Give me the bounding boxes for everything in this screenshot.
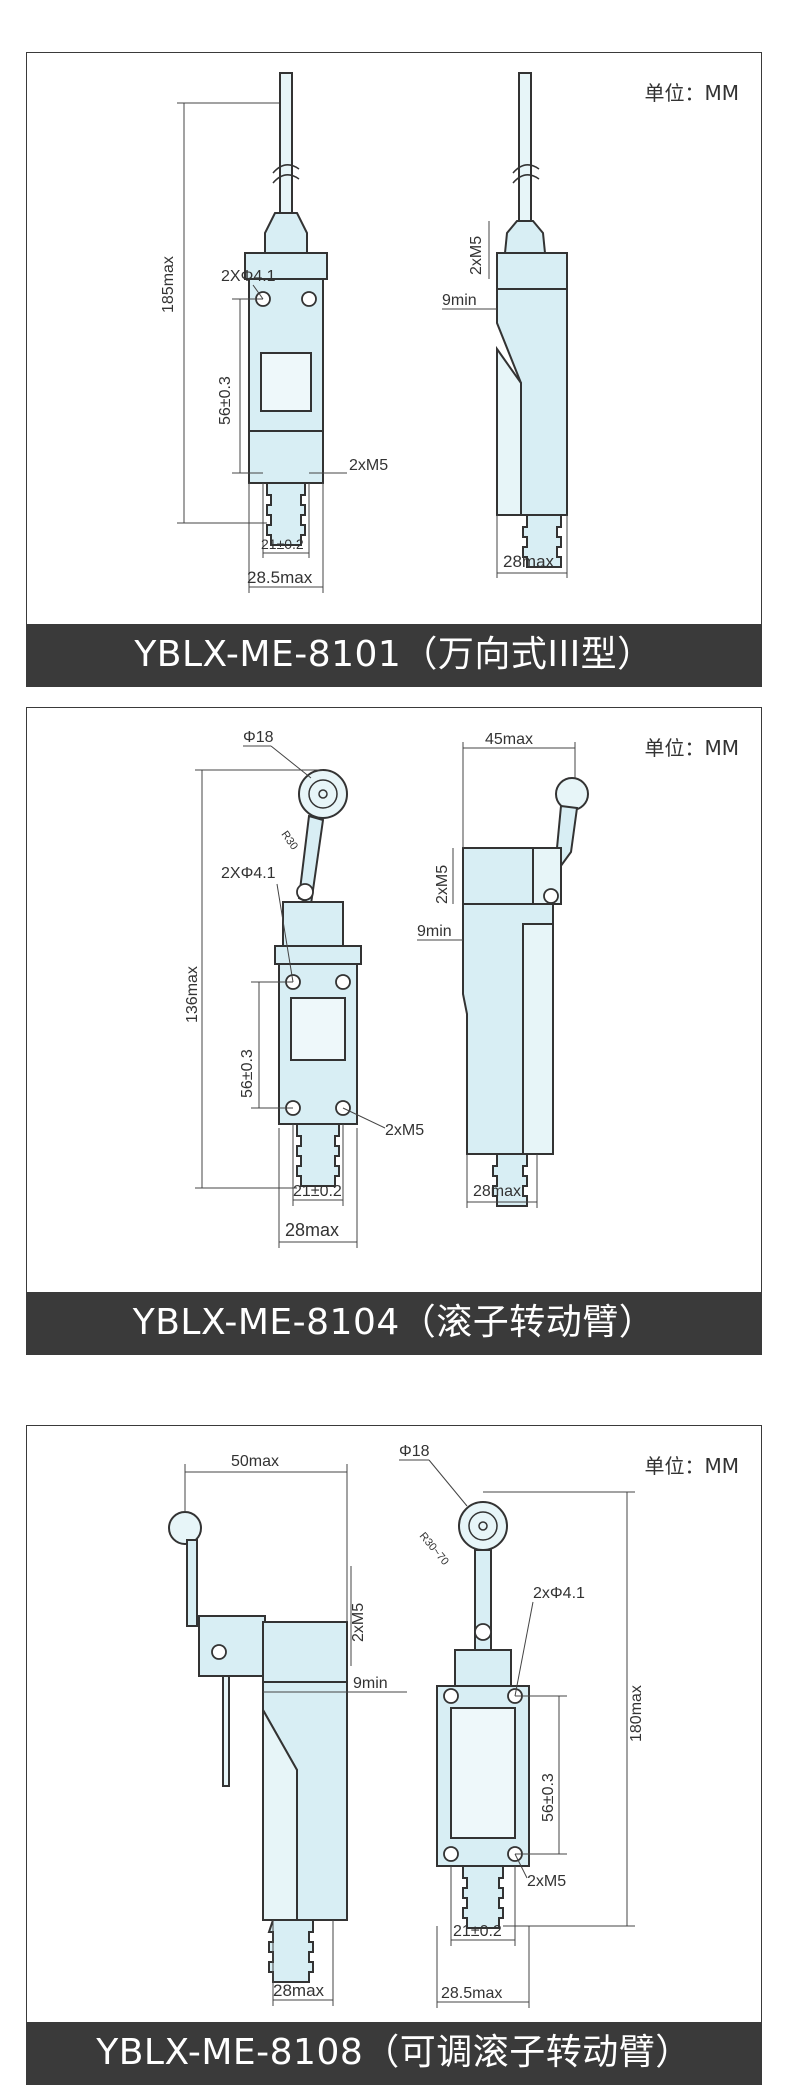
side-view-8104: 45max 2xM5 9min 28max bbox=[417, 731, 589, 1208]
cable-gland bbox=[492, 1153, 528, 1207]
rod bbox=[279, 72, 293, 214]
unit-label: 单位：MM bbox=[644, 736, 739, 760]
dim-side-min: 9min bbox=[417, 923, 452, 940]
side-view-8101: 2xM5 9min 28max bbox=[442, 72, 568, 578]
roller bbox=[298, 769, 348, 819]
cable-gland bbox=[522, 514, 562, 568]
head-block bbox=[262, 1621, 348, 1683]
arm-pivot bbox=[211, 1644, 227, 1660]
drawing-panel-8104: 单位：MM Φ18 R30 2XΦ4.1 136max bbox=[26, 707, 762, 1355]
lever-rod bbox=[222, 1675, 230, 1787]
model-caption: YBLX-ME-8101（万向式III型） bbox=[27, 624, 761, 686]
dim-holes: 2XΦ4.1 bbox=[221, 865, 276, 882]
dim-width: 28.5max bbox=[247, 568, 313, 587]
unit-label: 单位：MM bbox=[644, 81, 739, 105]
dim-height: 180max bbox=[628, 1685, 645, 1742]
dim-width: 28.5max bbox=[441, 1985, 502, 2002]
dim-side-thread: 2xM5 bbox=[434, 865, 451, 904]
front-view-8101: 185max 56±0.3 2XΦ4.1 2xM5 21±0.2 28.5max bbox=[160, 72, 388, 593]
rod-break bbox=[272, 164, 300, 184]
dim-hole-pitch: 21±0.2 bbox=[453, 1923, 502, 1940]
dim-side-width: 28max bbox=[273, 1981, 325, 2000]
dim-height: 185max bbox=[160, 256, 177, 313]
front-view-8108: Φ18 R30~70 2xΦ4.1 180max 56±0.3 2xM5 21±… bbox=[399, 1443, 645, 2008]
dim-roller: Φ18 bbox=[243, 729, 274, 746]
dim-hole-pitch: 21±0.2 bbox=[293, 1183, 342, 1200]
mount-hole bbox=[335, 974, 351, 990]
screw-hole bbox=[443, 1846, 459, 1862]
dim-holes: 2XΦ4.1 bbox=[221, 268, 276, 285]
mount-hole bbox=[443, 1688, 459, 1704]
dim-side-min: 9min bbox=[442, 292, 477, 309]
drawing-8104: Φ18 R30 2XΦ4.1 136max 56±0.3 2xM5 21±0.2… bbox=[184, 729, 589, 1248]
body-window bbox=[260, 352, 312, 412]
cable-gland bbox=[296, 1123, 340, 1187]
dim-side-min: 9min bbox=[353, 1675, 388, 1692]
arm-pivot bbox=[296, 883, 314, 901]
unit-label: 单位：MM bbox=[644, 1454, 739, 1478]
arm-clamp bbox=[198, 1615, 266, 1677]
cable-gland bbox=[266, 482, 306, 546]
dim-side-thread: 2xM5 bbox=[468, 236, 485, 275]
cable-gland bbox=[267, 1919, 314, 1983]
roller bbox=[458, 1501, 508, 1551]
side-view-8108: 50max 2xM5 9min 28max bbox=[168, 1453, 407, 2006]
rod bbox=[518, 72, 532, 224]
dim-spacing: 56±0.3 bbox=[540, 1773, 557, 1822]
dim-screws: 2xM5 bbox=[527, 1873, 566, 1890]
front-view-8104: Φ18 R30 2XΦ4.1 136max 56±0.3 2xM5 21±0.2… bbox=[184, 729, 424, 1248]
drawing-panel-8101: 单位：MM 185max 56±0.3 2XΦ4.1 bbox=[26, 52, 762, 687]
actuator-head bbox=[264, 212, 308, 254]
dim-roller: Φ18 bbox=[399, 1443, 430, 1460]
head-block bbox=[282, 901, 344, 947]
dim-side-reach: 45max bbox=[485, 731, 533, 748]
actuator-head bbox=[503, 220, 547, 254]
dim-width: 28max bbox=[285, 1220, 339, 1240]
arm-pivot bbox=[543, 888, 559, 904]
model-caption: YBLX-ME-8108（可调滚子转动臂） bbox=[27, 2022, 761, 2084]
dim-side-reach: 50max bbox=[231, 1453, 279, 1470]
dim-spacing: 56±0.3 bbox=[239, 1049, 256, 1098]
dim-side-width: 28max bbox=[473, 1183, 521, 1200]
dim-radius: R30~70 bbox=[417, 1530, 451, 1567]
dim-radius: R30 bbox=[279, 829, 300, 852]
head-block bbox=[244, 252, 328, 280]
dim-side-width: 28max bbox=[503, 552, 555, 571]
body-window bbox=[450, 1707, 516, 1839]
head-block bbox=[462, 847, 534, 905]
rod-break bbox=[512, 164, 540, 184]
arm-pivot bbox=[474, 1623, 492, 1641]
switch-body-face bbox=[496, 345, 522, 516]
head-block bbox=[454, 1649, 512, 1687]
body-window bbox=[290, 997, 346, 1061]
model-caption: YBLX-ME-8104（滚子转动臂） bbox=[27, 1292, 761, 1354]
mount-hole bbox=[301, 291, 317, 307]
dim-holes: 2xΦ4.1 bbox=[533, 1585, 585, 1602]
dim-screws: 2xM5 bbox=[349, 457, 388, 474]
dim-height: 136max bbox=[184, 966, 201, 1023]
dim-screws: 2xM5 bbox=[385, 1122, 424, 1139]
drawing-8108: 50max 2xM5 9min 28max Φ18 bbox=[168, 1443, 645, 2008]
switch-body-face bbox=[522, 923, 554, 1155]
adjustable-rod bbox=[186, 1539, 198, 1627]
dim-spacing: 56±0.3 bbox=[217, 376, 234, 425]
lower-block bbox=[248, 430, 324, 484]
drawing-8101: 185max 56±0.3 2XΦ4.1 2xM5 21±0.2 28.5max bbox=[160, 72, 568, 593]
cable-gland bbox=[462, 1865, 504, 1929]
dim-side-thread: 2xM5 bbox=[350, 1603, 367, 1642]
drawing-panel-8108: 单位：MM 50max 2xM5 9min 28max bbox=[26, 1425, 762, 2085]
head-block bbox=[496, 252, 568, 290]
dim-hole-pitch: 21±0.2 bbox=[261, 536, 304, 552]
